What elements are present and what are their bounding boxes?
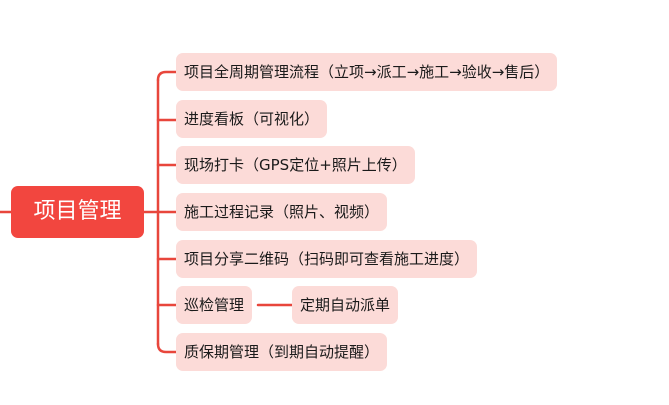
- branch-node-share-qrcode[interactable]: 项目分享二维码（扫码即可查看施工进度）: [176, 240, 478, 278]
- branch-node-warranty[interactable]: 质保期管理（到期自动提醒）: [176, 333, 388, 371]
- branch-node-lifecycle[interactable]: 项目全周期管理流程（立项→派工→施工→验收→售后）: [176, 53, 558, 91]
- branch-node-progress-board[interactable]: 进度看板（可视化）: [176, 100, 328, 138]
- root-node[interactable]: 项目管理: [11, 186, 144, 238]
- branch-node-site-checkin[interactable]: 现场打卡（GPS定位+照片上传）: [176, 146, 415, 184]
- branch-node-inspection[interactable]: 巡检管理: [176, 286, 253, 324]
- branch-link-7: [156, 342, 178, 354]
- branch-node-construction-record[interactable]: 施工过程记录（照片、视频）: [176, 193, 388, 231]
- branch-link-1: [156, 70, 178, 82]
- sub-node-auto-dispatch[interactable]: 定期自动派单: [292, 286, 399, 324]
